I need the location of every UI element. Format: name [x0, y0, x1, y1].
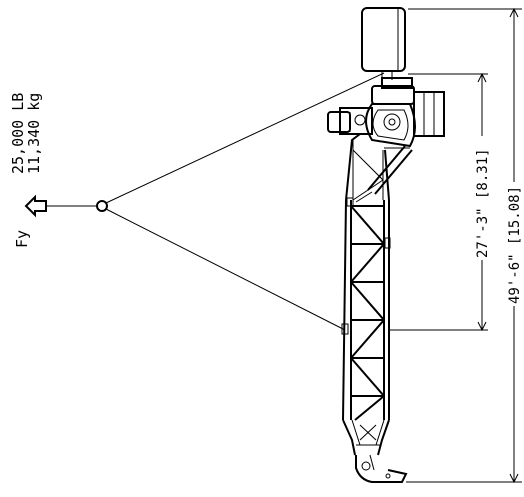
load-value-imperial: 25,000 LB — [9, 93, 27, 174]
dimension-overall-label: 49'-6" [15.08] — [507, 186, 523, 304]
dimension-inner: 27'-3" [8.31] — [390, 72, 491, 332]
turret-assembly — [327, 77, 445, 149]
load-label-group: Fy 25,000 LB 11,340 kg — [9, 93, 43, 248]
boom-lattice — [350, 149, 385, 421]
crane-boom — [327, 7, 445, 483]
load-axis-label: Fy — [13, 230, 31, 248]
rigging-lines — [105, 72, 385, 331]
load-arrow — [24, 194, 97, 218]
counterweight-box — [361, 7, 406, 72]
boom-tip-extension — [342, 419, 390, 456]
tip-hook — [355, 454, 408, 483]
dimension-overall: 49'-6" [15.08] — [406, 7, 523, 484]
hook-point — [96, 200, 108, 212]
dimension-inner-label: 27'-3" [8.31] — [475, 148, 491, 258]
hydraulic-cylinder — [355, 145, 413, 203]
load-value-metric: 11,340 kg — [25, 93, 43, 174]
boom-rails — [342, 133, 390, 421]
